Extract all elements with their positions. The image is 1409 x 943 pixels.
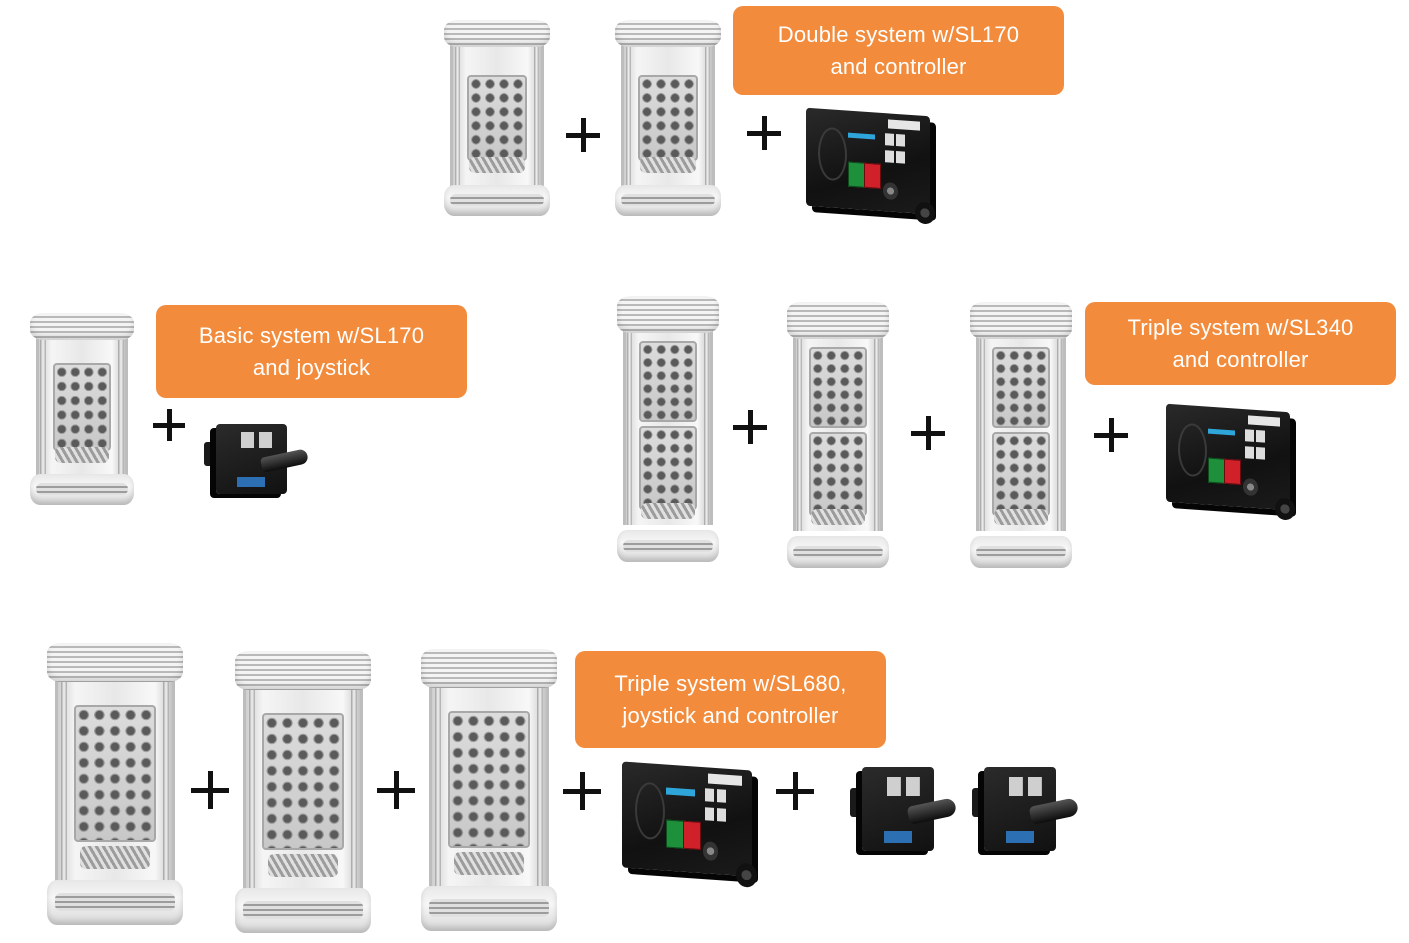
label-triple-system-sl340: Triple system w/SL340 and controller <box>1085 302 1396 385</box>
controller-image <box>806 107 935 225</box>
plus-icon <box>153 409 185 441</box>
thruster-sl340-image <box>970 302 1072 568</box>
plus-icon <box>776 772 814 810</box>
plus-icon <box>1094 418 1128 452</box>
thruster-sl170-image <box>444 20 550 216</box>
plus-icon <box>911 416 945 450</box>
thruster-sl170-image <box>30 313 134 505</box>
controller-image <box>1166 403 1295 521</box>
label-double-system-sl170: Double system w/SL170 and controller <box>733 6 1064 95</box>
thruster-sl170-image <box>615 20 721 216</box>
label-line-1: Triple system w/SL340 <box>1127 314 1354 340</box>
label-line-2: and joystick <box>252 354 371 380</box>
label-line-2: and controller <box>830 53 967 79</box>
joystick-image <box>972 767 1092 851</box>
plus-icon <box>566 118 600 152</box>
joystick-image <box>850 767 970 851</box>
label-line-1: Double system w/SL170 <box>777 21 1020 47</box>
plus-icon <box>377 771 415 809</box>
plus-icon <box>747 116 781 150</box>
label-basic-system-sl170: Basic system w/SL170 and joystick <box>156 305 467 398</box>
thruster-sl340-image <box>787 302 889 568</box>
thruster-sl340-image <box>617 296 719 562</box>
label-line-1: Basic system w/SL170 <box>198 322 425 348</box>
controller-image <box>622 761 758 888</box>
label-line-1: Triple system w/SL680, <box>614 670 847 696</box>
label-triple-system-sl680: Triple system w/SL680, joystick and cont… <box>575 651 886 748</box>
plus-icon <box>191 771 229 809</box>
plus-icon <box>563 772 601 810</box>
thruster-sl680-image <box>421 649 557 931</box>
thruster-sl680-image <box>235 651 371 933</box>
joystick-image <box>204 424 322 494</box>
label-line-2: joystick and controller <box>622 702 839 728</box>
thruster-sl680-image <box>47 643 183 925</box>
plus-icon <box>733 410 767 444</box>
label-line-2: and controller <box>1172 346 1309 372</box>
